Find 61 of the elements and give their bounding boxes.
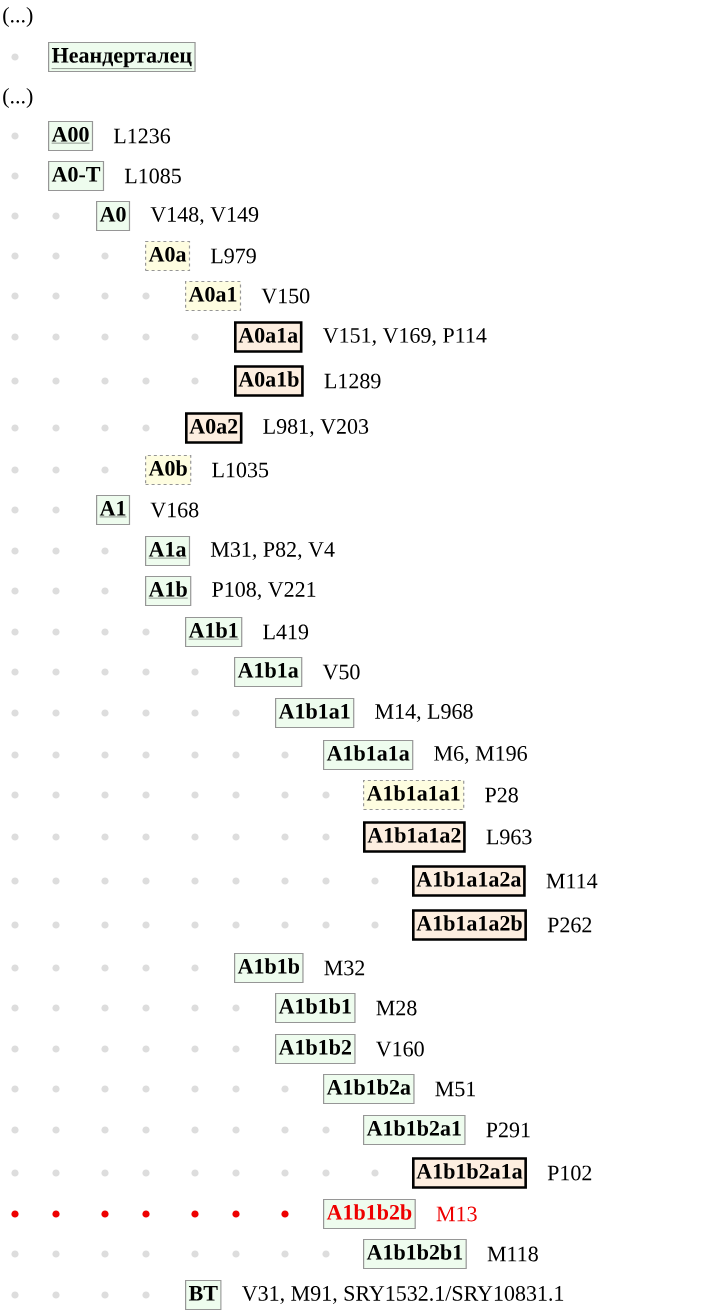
haplogroup-box: A1b1a1a2b: [412, 909, 527, 941]
marker-list: V150: [261, 288, 310, 304]
haplogroup-box: A1b1b2: [275, 1033, 356, 1065]
haplogroup-box: BT: [185, 1279, 222, 1310]
marker-list: L1035: [212, 462, 269, 478]
haplogroup-box: A0a1a: [234, 321, 303, 353]
marker-list: L1289: [324, 373, 381, 389]
marker-list: M118: [487, 1246, 538, 1262]
marker-list: V148, V149: [150, 207, 259, 226]
marker-list: M114: [546, 873, 598, 889]
ellipsis-label: (...): [3, 7, 33, 27]
marker-list: M13: [436, 1206, 477, 1222]
haplogroup-box: A1b1b: [234, 952, 304, 984]
marker-list: L1085: [124, 168, 181, 184]
haplogroup-box: A1b1: [185, 616, 243, 648]
haplogroup-box: A1b1b1: [275, 992, 356, 1024]
haplogroup-box: A1b1b2a: [323, 1073, 415, 1105]
marker-list: P291: [486, 1122, 530, 1138]
marker-list: V168: [150, 502, 199, 518]
haplogroup-box: A1b1b2b: [323, 1198, 416, 1230]
marker-list: M6, M196: [434, 746, 527, 764]
marker-list: L981, V203: [263, 419, 369, 437]
marker-list: L419: [263, 624, 309, 640]
haplogroup-box: A1b1a1a2: [363, 821, 466, 853]
haplogroup-box: A1b: [145, 575, 192, 607]
marker-list: M28: [376, 1000, 417, 1016]
haplogroup-box: A0a1: [185, 280, 242, 312]
marker-list: V31, M91, SRY1532.1/SRY10831.1: [242, 1286, 564, 1304]
haplogroup-box: A1b1a1a2a: [412, 865, 526, 897]
marker-list: L979: [210, 248, 256, 264]
haplogroup-box: A1b1a: [234, 656, 303, 688]
haplogroup-box: A0a: [145, 240, 191, 272]
marker-list: V50: [322, 664, 360, 680]
marker-list: M32: [324, 960, 365, 976]
marker-list: P262: [547, 917, 592, 933]
haplogroup-box: A1b1a1a1: [363, 779, 465, 811]
marker-list: P108, V221: [212, 582, 316, 600]
ellipsis-label: (...): [3, 88, 33, 108]
haplogroup-box: A1b1b2b1: [363, 1238, 467, 1270]
haplogroup-box: A0-T: [48, 160, 105, 192]
haplogroup-box: A1b1b2a1: [363, 1114, 466, 1146]
haplogroup-box: A0b: [145, 454, 192, 486]
haplogroup-box: A1a: [145, 535, 191, 567]
marker-list: M31, P82, V4: [210, 542, 335, 560]
haplogroup-box: A1b1a1: [275, 697, 355, 729]
marker-list: M14, L968: [375, 704, 473, 722]
marker-list: P102: [547, 1165, 592, 1181]
haplogroup-box: A1: [96, 494, 131, 526]
haplogroup-box: A1b1a1a: [323, 739, 414, 771]
marker-list: V160: [376, 1041, 424, 1057]
haplogroup-box: A00: [48, 120, 94, 152]
marker-list: L963: [486, 829, 532, 845]
marker-list: M51: [435, 1081, 475, 1097]
marker-list: V151, V169, P114: [322, 328, 487, 346]
haplogroup-box: A0: [96, 200, 131, 232]
haplogroup-box: A0a1b: [234, 365, 304, 397]
marker-list: P28: [485, 787, 518, 803]
haplogroup-box: Неандерталец: [48, 41, 196, 73]
marker-list: L1236: [113, 128, 171, 144]
haplogroup-box: A1b1b2a1a: [412, 1157, 527, 1189]
haplogroup-box: A0a2: [185, 412, 243, 444]
